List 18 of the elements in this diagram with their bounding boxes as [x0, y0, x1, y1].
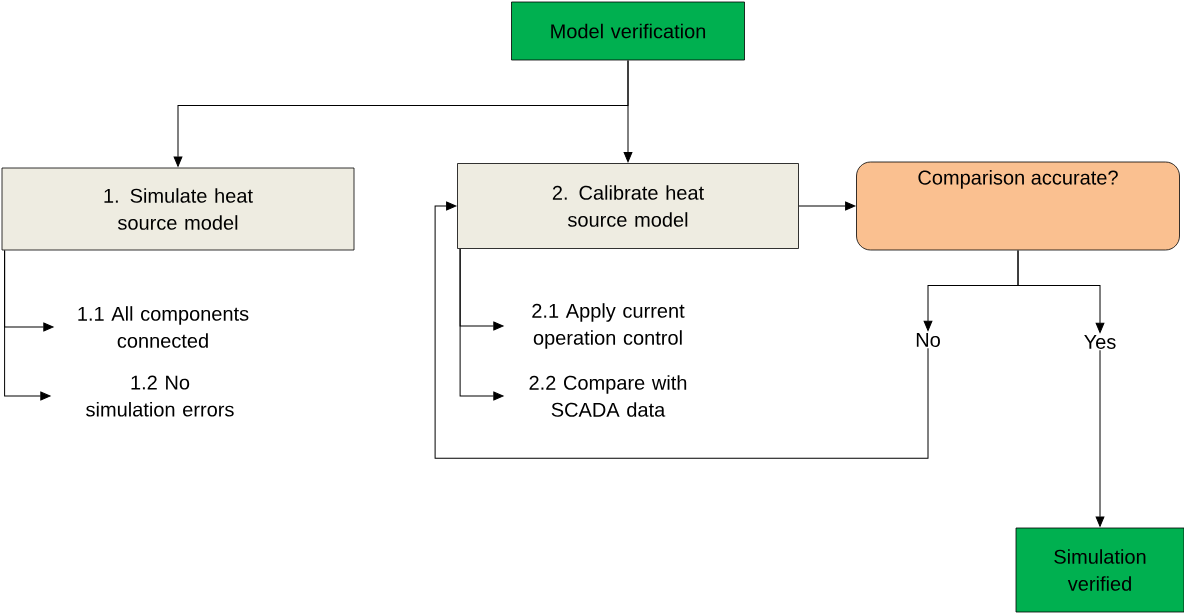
arrow: [4, 249, 51, 401]
decision-box: Comparison accurate?: [856, 161, 1180, 251]
arrow: [623, 59, 633, 163]
step-text: 2.2 Compare with SCADA data: [529, 375, 687, 417]
terminal-box: Simulation verified: [1015, 527, 1184, 613]
process-box: 1. Simulate heat source model: [1, 167, 355, 251]
step-text: 1.1 All components connected: [78, 306, 249, 348]
step-text: 1.2 No simulation errors: [86, 375, 234, 417]
terminal-box: Model verification: [511, 1, 745, 61]
arrow: [459, 248, 504, 401]
arrow: [1095, 349, 1105, 527]
step-text: 2.1 Apply current operation control: [532, 303, 685, 349]
step-text: Yes: [1084, 335, 1116, 349]
arrow: [1017, 249, 1105, 333]
step-text: No: [916, 333, 940, 347]
arrow: [798, 201, 856, 211]
process-box: 2. Calibrate heat source model: [457, 163, 799, 249]
arrow: [434, 201, 929, 459]
